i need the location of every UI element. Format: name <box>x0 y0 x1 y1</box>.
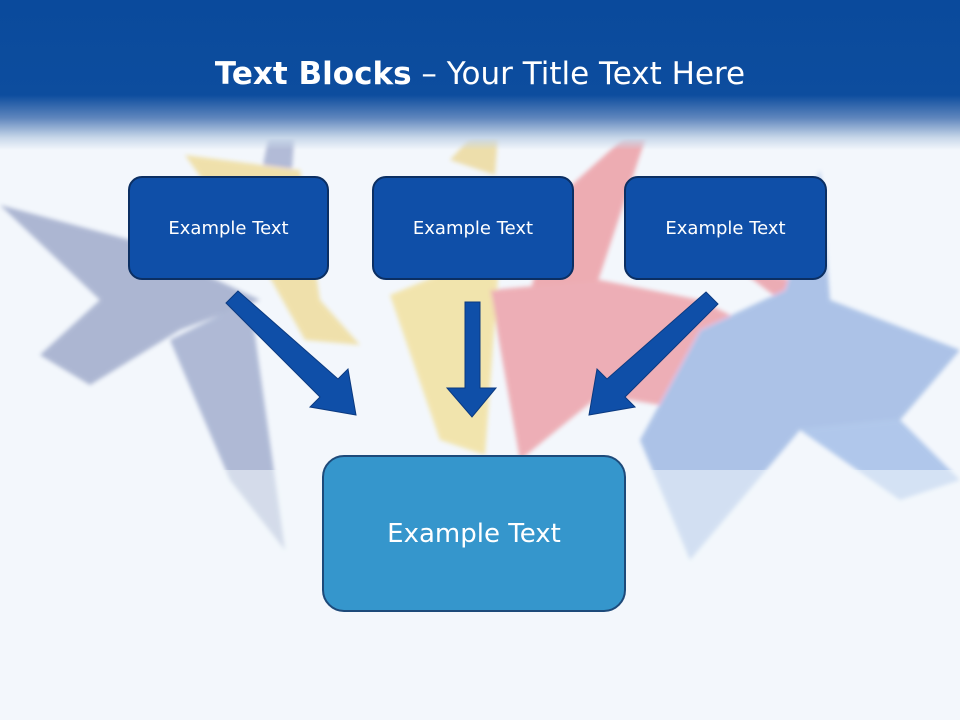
text-block-2[interactable]: Example Text <box>372 176 574 280</box>
text-block-1[interactable]: Example Text <box>128 176 329 280</box>
title-dash: – <box>411 56 447 92</box>
title-bold: Text Blocks <box>214 56 412 92</box>
slide-title: Text Blocks – Your Title Text Here <box>0 54 960 94</box>
text-block-3-label: Example Text <box>665 217 786 239</box>
arrow-right-down-left <box>588 291 719 416</box>
result-block[interactable]: Example Text <box>322 455 626 612</box>
result-block-label: Example Text <box>387 518 561 549</box>
arrow-center-down <box>445 301 498 418</box>
text-block-2-label: Example Text <box>412 217 534 239</box>
title-rest: Your Title Text Here <box>446 56 746 92</box>
text-block-3[interactable]: Example Text <box>624 176 827 280</box>
text-block-1-label: Example Text <box>168 217 289 239</box>
title-banner: Text Blocks – Your Title Text Here <box>0 0 960 150</box>
arrow-left-down-right <box>225 290 357 416</box>
